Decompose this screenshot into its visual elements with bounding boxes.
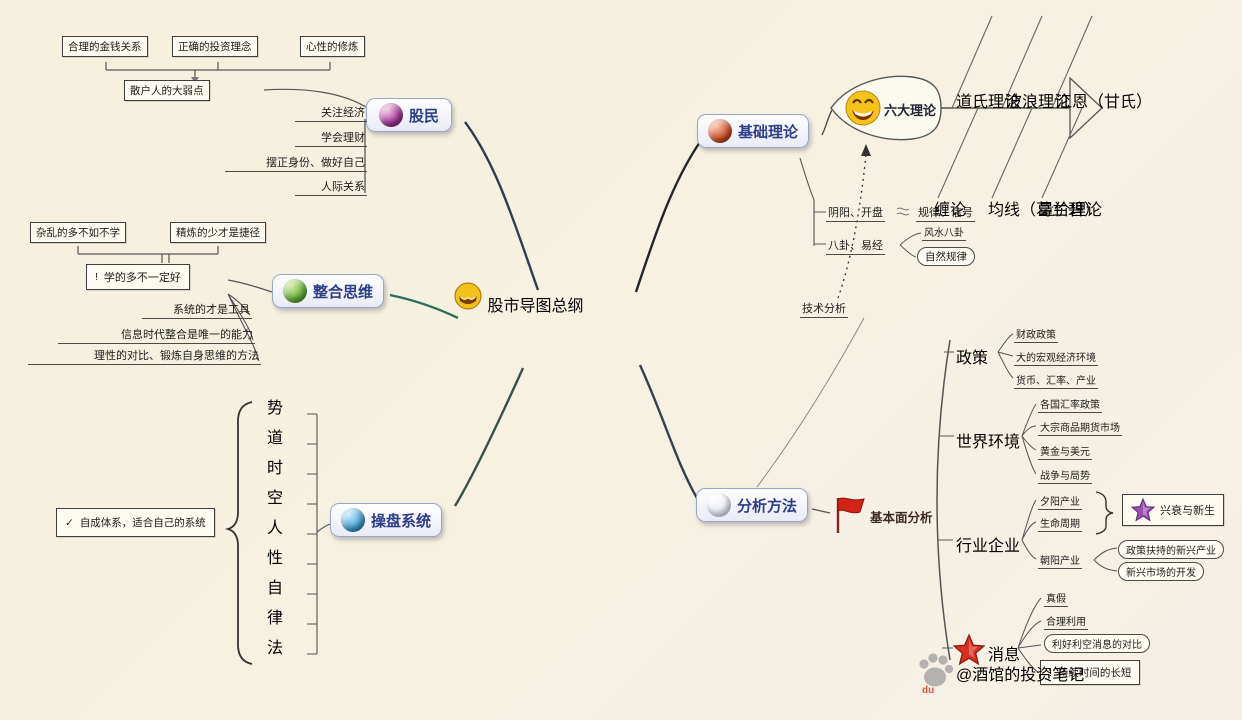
branch-label-theory: 基础理论	[738, 123, 799, 141]
paw-du-label: du	[922, 685, 934, 696]
summary-box: 散户人的大弱点	[124, 80, 210, 101]
topic-box: 正确的投资理念	[172, 36, 258, 57]
branch-node-analysis[interactable]: 分析方法	[696, 488, 809, 522]
blue-sphere-icon	[341, 508, 365, 532]
red-star-icon	[952, 633, 986, 666]
leaf-topic-pill: 利好利空消息的对比	[1044, 634, 1150, 653]
leaf-topic: 大宗商品期货市场	[1038, 419, 1122, 436]
purple-star-icon	[1131, 498, 1155, 522]
laughing-face-icon	[845, 90, 881, 126]
bubble-node[interactable]: 人	[267, 520, 284, 537]
leaf-topic: 学会理财	[295, 129, 367, 147]
leaf-topic: 信息时代整合是唯一的能力	[58, 326, 255, 344]
group-label-news: 消息	[988, 647, 1021, 664]
branch-label-investors: 股民	[409, 107, 440, 125]
checkmark-icon: ✓	[65, 516, 74, 529]
fish-top-label: 江恩（甘氏）	[1056, 94, 1153, 111]
topic-box: 心性的修炼	[300, 36, 365, 57]
leaf-topic: 货币、汇率、产业	[1014, 372, 1098, 389]
paw-icon: du	[919, 653, 954, 696]
leaf-topic: 人际关系	[295, 178, 367, 196]
leaf-topic: 关注经济	[295, 104, 367, 122]
leaf-topic: 八卦、易经	[826, 237, 885, 255]
gold-sphere-icon	[707, 493, 731, 517]
leaf-topic: 真假	[1044, 590, 1068, 607]
bubble-node[interactable]: 势	[267, 400, 284, 417]
star-box-label: 兴衰与新生	[1160, 505, 1215, 517]
branch-label-system: 操盘系统	[371, 512, 432, 530]
branch-label-thinking: 整合思维	[313, 283, 374, 301]
leaf-topic: 风水八卦	[922, 224, 966, 241]
leaf-topic: 朝阳产业	[1038, 552, 1082, 569]
leaf-topic: 夕阳产业	[1038, 493, 1082, 510]
exclamation-icon: !	[1049, 666, 1052, 679]
branch-node-thinking[interactable]: 整合思维	[272, 274, 385, 308]
leaf-topic: 合理利用	[1044, 613, 1088, 630]
bubble-node[interactable]: 空	[267, 490, 284, 507]
bubble-node[interactable]: 法	[267, 640, 284, 657]
exclamation-icon: !	[95, 271, 98, 283]
technical-analysis-label[interactable]: 技术分析	[800, 300, 848, 318]
leaf-topic-pill: 政策扶持的新兴产业	[1118, 540, 1224, 559]
topic-box: 杂乱的多不如不学	[30, 222, 126, 243]
bubble-node[interactable]: 时	[267, 460, 284, 477]
check-box: ✓ 自成体系，适合自己的系统	[56, 508, 215, 537]
book-face-icon	[454, 282, 482, 310]
fish-head-label[interactable]: 六大理论	[884, 103, 937, 118]
leaf-topic: 理性的对比、锻炼自身思维的方法	[28, 347, 261, 365]
fish-top-label: 波浪理论	[1006, 94, 1071, 111]
note-label: 学的多不一定好	[103, 272, 181, 284]
fish-top-label: 道氏理论	[956, 94, 1021, 111]
green-sphere-icon	[283, 279, 307, 303]
check-box-label: 自成体系，适合自己的系统	[79, 517, 206, 529]
branch-node-system[interactable]: 操盘系统	[330, 503, 443, 537]
leaf-topic: 系统的才是工具	[142, 301, 252, 319]
watermark-handle: @酒馆的投资笔记	[956, 667, 1085, 684]
branch-node-theory[interactable]: 基础理论	[697, 114, 810, 148]
leaf-topic: 战争与局势	[1038, 467, 1092, 484]
center-topic-node[interactable]: 股市导图总纲	[453, 281, 583, 316]
group-label-world: 世界环境	[956, 434, 1021, 451]
bubble-node[interactable]: 律	[267, 610, 284, 627]
watermark: du @酒馆的投资笔记	[916, 650, 1084, 696]
leaf-topic: 摆正身份、做好自己	[225, 154, 367, 172]
leaf-topic: 规律、信号	[916, 204, 975, 222]
bubble-node[interactable]: 道	[267, 430, 284, 447]
fish-bottom-label: 量价理论	[1038, 202, 1103, 219]
fish-bottom-label: 均线（葛兰碧）	[988, 202, 1101, 219]
center-topic-label: 股市导图总纲	[487, 298, 584, 315]
news-note-box: ! 持续时间的长短	[1040, 660, 1141, 685]
leaf-topic: 阴阳、开盘	[826, 204, 885, 222]
leaf-topic-pill: 自然规律	[917, 247, 975, 266]
branch-node-investors[interactable]: 股民	[366, 98, 453, 132]
news-note-label: 持续时间的长短	[1057, 667, 1132, 679]
bubble-node[interactable]: 性	[267, 550, 284, 567]
purple-sphere-icon	[379, 103, 403, 127]
topic-box: 合理的金钱关系	[62, 36, 148, 57]
topic-box: 精炼的少才是捷径	[170, 222, 266, 243]
leaf-topic: 各国汇率政策	[1038, 396, 1102, 413]
group-label-industry: 行业企业	[956, 538, 1021, 555]
red-flag-icon	[836, 497, 865, 533]
bubble-node[interactable]: 自	[267, 580, 284, 597]
leaf-topic-pill: 新兴市场的开发	[1118, 562, 1204, 581]
red-sphere-icon	[708, 119, 732, 143]
star-box: 兴衰与新生	[1122, 494, 1224, 526]
branch-label-analysis: 分析方法	[737, 497, 798, 515]
note-box: ! 学的多不一定好	[86, 264, 190, 290]
leaf-topic: 黄金与美元	[1038, 443, 1092, 460]
group-label-policy: 政策	[956, 350, 989, 367]
fish-bottom-label: 缠论	[934, 202, 967, 219]
leaf-topic: 财政政策	[1014, 326, 1058, 343]
leaf-topic: 大的宏观经济环境	[1014, 349, 1098, 366]
fundamental-analysis-label[interactable]: 基本面分析	[870, 511, 933, 525]
leaf-topic: 生命周期	[1038, 515, 1082, 532]
